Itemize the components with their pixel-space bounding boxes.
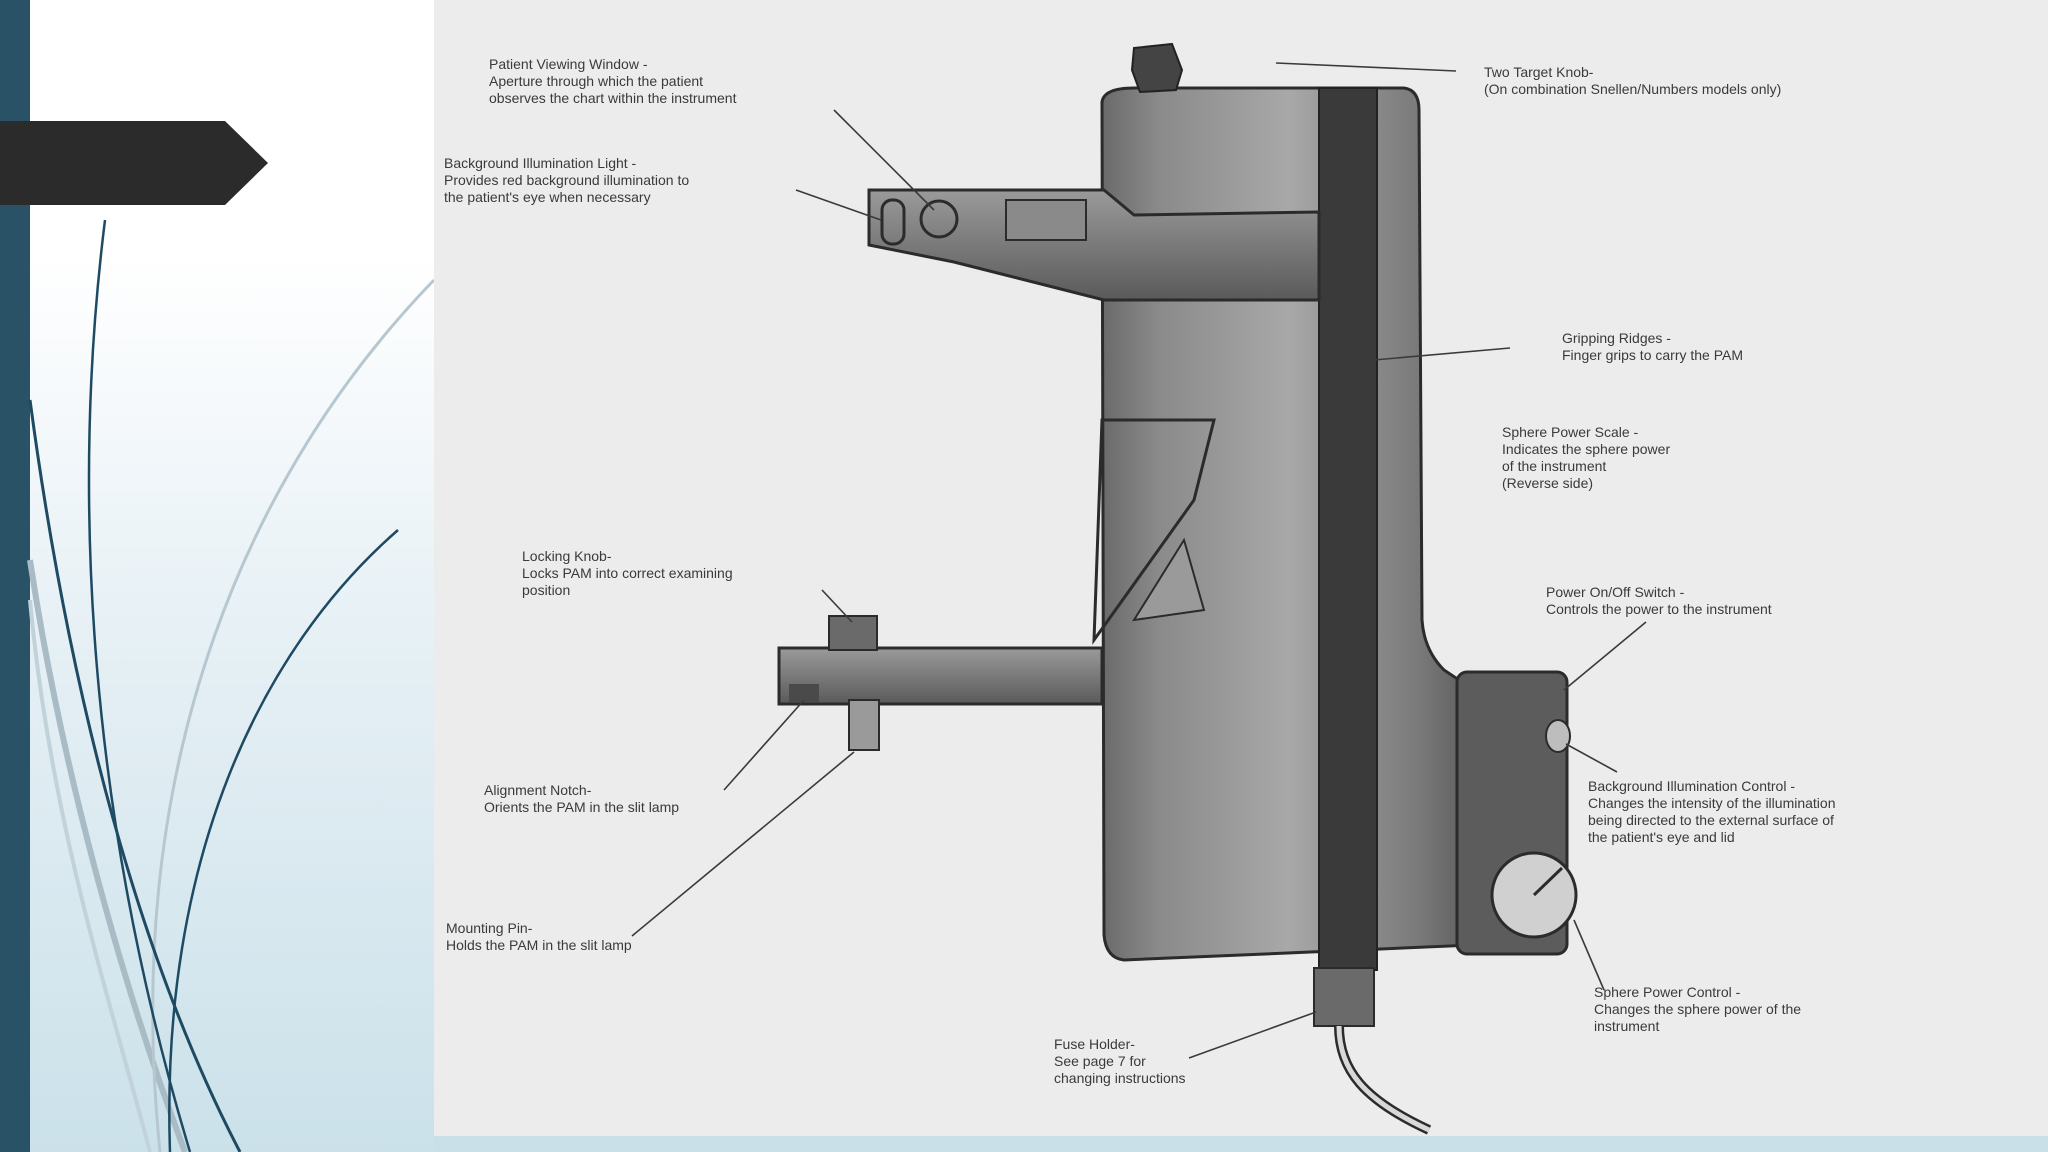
title-marker-arrow [0,121,268,205]
curve-dark-1 [28,399,242,1152]
callout-line: Changes the sphere power of the [1594,1001,1802,1017]
leader-lines [631,62,1647,1059]
callout-title: Background Illumination Light - [444,155,637,171]
callout-locking-knob: Locking Knob- Locks PAM into correct exa… [522,548,733,599]
lower-bracket [777,646,1104,706]
curve-light-3 [28,599,152,1152]
locking-knob [828,615,878,651]
curve-dark-2 [87,219,192,1152]
callout-title: Sphere Power Control - [1594,984,1741,1000]
callout-sphere-power-scale: Sphere Power Scale - Indicates the spher… [1502,424,1670,492]
knob-pointer [1532,866,1564,897]
callout-line: Indicates the sphere power [1502,441,1671,457]
curve-light-2 [151,278,436,1152]
brace-inner [1132,537,1206,622]
brace-triangle [1092,418,1216,645]
arm-window-insert [1005,199,1087,241]
callout-title: Mounting Pin- [446,920,533,936]
fuse-holder [1313,967,1375,1027]
pam-instrument-drawing [631,42,1647,1135]
callout-title: Power On/Off Switch - [1546,584,1685,600]
callout-line: the patient's eye and lid [1588,829,1735,845]
callout-line: changing instructions [1054,1070,1186,1086]
instrument-body [1100,86,1476,962]
callout-line: (Reverse side) [1502,475,1594,491]
callout-line: Locks PAM into correct examining [522,565,733,581]
bottom-strip [434,1136,2048,1152]
callout-line: (On combination Snellen/Numbers models o… [1484,81,1782,97]
callout-line: Finger grips to carry the PAM [1562,347,1744,363]
callout-alignment-notch: Alignment Notch- Orients the PAM in the … [484,782,679,816]
alignment-notch [789,684,819,702]
callout-background-illumination-light: Background Illumination Light - Provides… [444,155,689,206]
callout-title: Gripping Ridges - [1562,330,1671,346]
callout-line: Orients the PAM in the slit lamp [484,799,680,815]
callout-title: Alignment Notch- [484,782,592,798]
callout-two-target-knob: Two Target Knob- (On combination Snellen… [1484,64,1781,98]
figure-panel: Patient Viewing Window - Aperture throug… [434,0,2048,1136]
upper-arm [867,188,1321,302]
callout-line: of the instrument [1502,458,1607,474]
callout-patient-viewing-window: Patient Viewing Window - Aperture throug… [489,56,736,107]
curve-light-1 [27,559,188,1152]
callout-line: Holds the PAM in the slit lamp [446,937,632,953]
patient-viewing-window [919,199,959,239]
callout-line: Changes the intensity of the illuminatio… [1588,795,1836,811]
curve-dark-3 [168,529,399,1152]
callout-title: Patient Viewing Window - [489,56,648,72]
two-target-knob [1130,42,1184,94]
background-illumination-light [880,198,906,246]
callout-title: Fuse Holder- [1054,1036,1135,1052]
callout-gripping-ridges: Gripping Ridges - Finger grips to carry … [1562,330,1743,364]
callout-line: the patient's eye when necessary [444,189,651,205]
power-switch [1545,719,1571,753]
callout-line: observes the chart within the instrument [489,90,737,106]
gripping-ridges [1318,87,1378,971]
callout-power-switch: Power On/Off Switch - Controls the power… [1546,584,1772,618]
callout-line: Aperture through which the patient [489,73,704,89]
callout-fuse-holder: Fuse Holder- See page 7 for changing ins… [1054,1036,1186,1087]
callout-title: Background Illumination Control - [1588,778,1795,794]
mounting-pin [848,699,880,751]
callout-line: instrument [1594,1018,1660,1034]
callout-sphere-power-control: Sphere Power Control - Changes the spher… [1594,984,1801,1035]
callout-line: Controls the power to the instrument [1546,601,1772,617]
callout-title: Locking Knob- [522,548,612,564]
callout-mounting-pin: Mounting Pin- Holds the PAM in the slit … [446,920,632,954]
callout-title: Sphere Power Scale - [1502,424,1639,440]
callout-line: position [522,582,571,598]
callout-background-illumination-control: Background Illumination Control - Change… [1588,778,1835,846]
callout-line: See page 7 for [1054,1053,1146,1069]
callout-line: Provides red background illumination to [444,172,690,188]
decorative-curves [27,219,436,1152]
callout-line: being directed to the external surface o… [1588,812,1834,828]
callout-title: Two Target Knob- [1484,64,1594,80]
